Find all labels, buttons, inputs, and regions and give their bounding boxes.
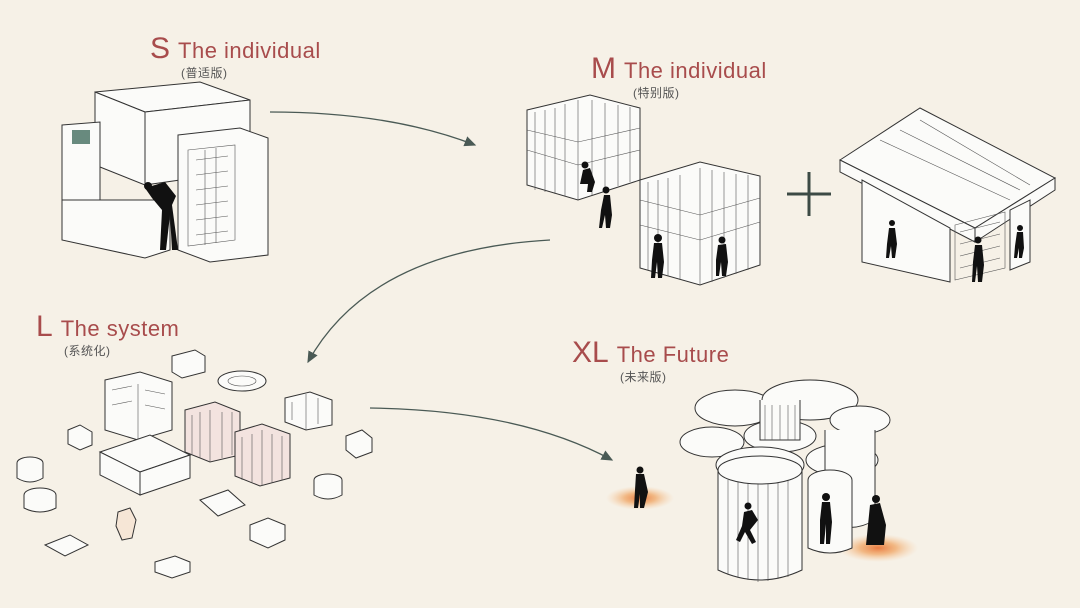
kiosk-s-illustration — [61, 81, 269, 263]
future-pavilion-illustration — [606, 379, 918, 582]
arrow-m-to-l — [307, 239, 551, 364]
label-s: S The individual (普适版) — [150, 32, 321, 81]
size-letter-s: S — [150, 32, 171, 65]
label-xl: XL The Future (未来版) — [572, 336, 729, 385]
subtitle-xl: (未来版) — [620, 370, 667, 384]
cube-m-illustration — [526, 94, 761, 286]
size-letter-l: L — [36, 310, 53, 343]
arrow-l-to-xl — [369, 407, 614, 461]
size-letter-xl: XL — [572, 336, 609, 369]
system-cluster-illustration — [16, 349, 373, 579]
plus-icon — [787, 172, 831, 216]
title-xl: The Future — [616, 342, 730, 367]
subtitle-l: (系统化) — [64, 344, 111, 358]
title-s: The individual — [178, 38, 321, 63]
subtitle-m: (特别版) — [633, 86, 680, 100]
size-letter-m: M — [591, 52, 616, 85]
label-m: M The individual (特别版) — [591, 52, 767, 101]
title-l: The system — [60, 316, 180, 341]
title-m: The individual — [624, 58, 767, 83]
label-l: L The system (系统化) — [36, 310, 179, 359]
pavilion-illustration — [838, 107, 1057, 283]
subtitle-s: (普适版) — [181, 66, 228, 80]
arrow-s-to-m — [269, 111, 477, 147]
